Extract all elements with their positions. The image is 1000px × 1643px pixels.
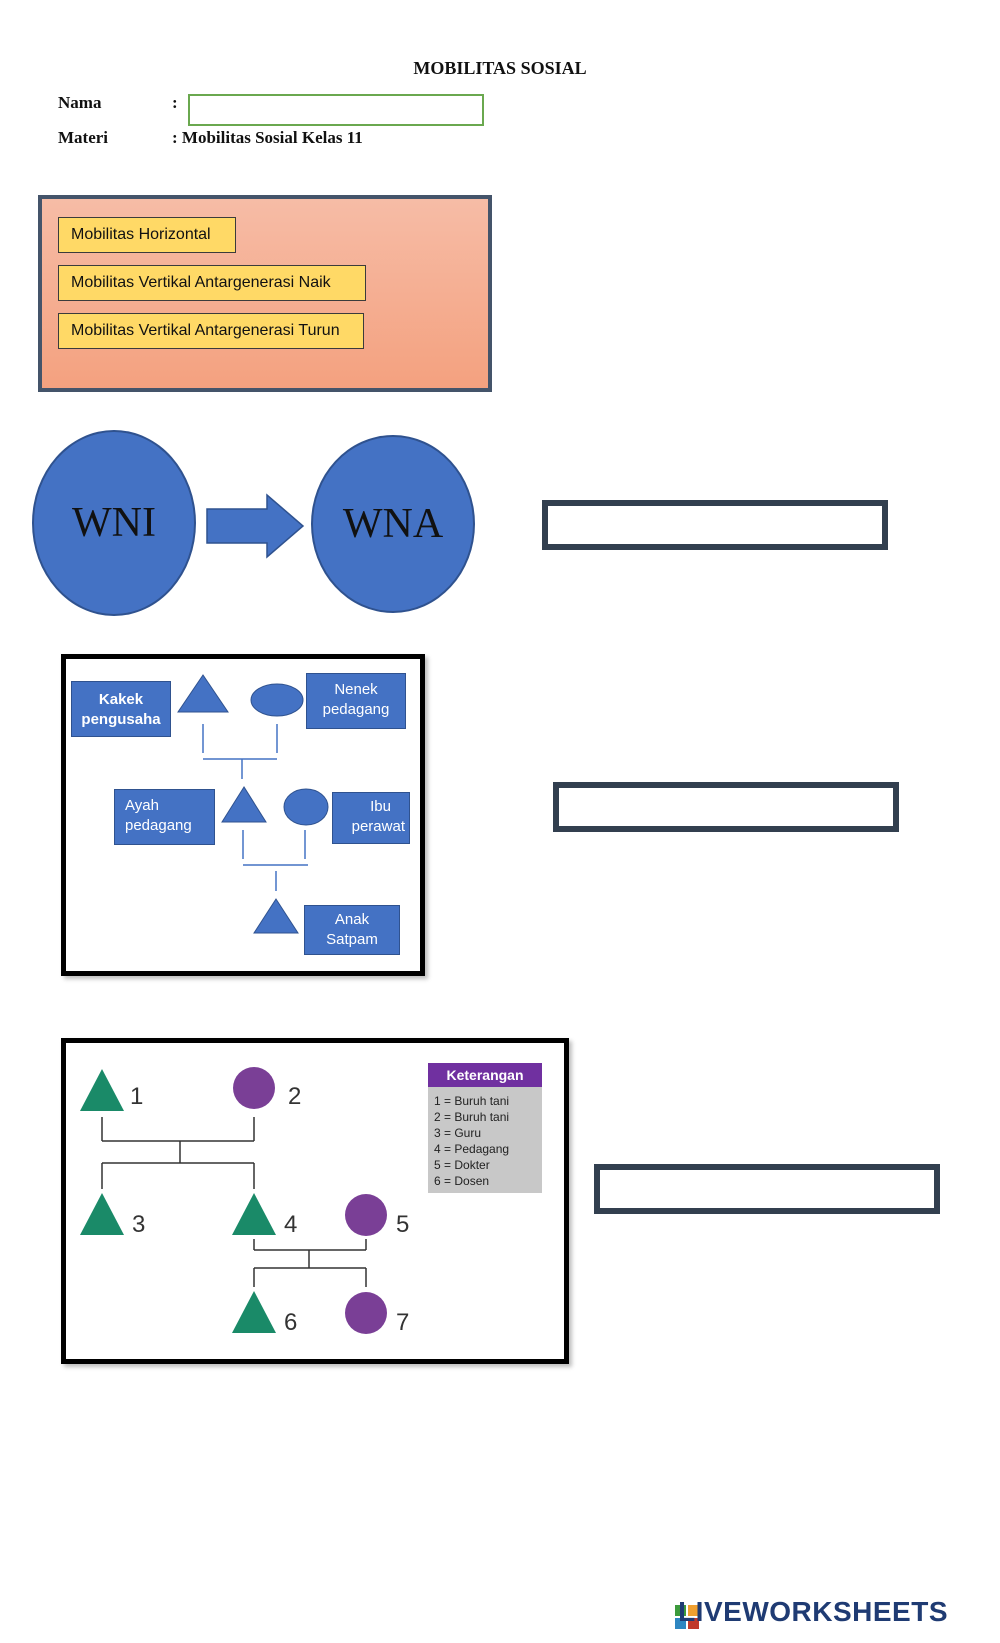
wna-label: WNA bbox=[342, 501, 444, 547]
person-3-triangle bbox=[80, 1193, 124, 1235]
arrow-right-icon bbox=[206, 493, 305, 559]
family-tree-1: Kakek pengusaha Nenek pedagang Ayah peda… bbox=[61, 654, 425, 976]
legend-title: Keterangan bbox=[428, 1063, 542, 1087]
materi-value: : Mobilitas Sosial Kelas 11 bbox=[172, 128, 363, 147]
wni-label: WNI bbox=[72, 500, 156, 546]
legend-item: 4 = Pedagang bbox=[434, 1142, 510, 1156]
kakek-occupation: pengusaha bbox=[81, 711, 161, 728]
legend-list: 1 = Buruh tani 2 = Buruh tani 3 = Guru 4… bbox=[428, 1087, 542, 1193]
legend-item: 3 = Guru bbox=[434, 1126, 482, 1140]
ibu-box: Ibu perawat bbox=[332, 792, 410, 844]
person-6-number: 6 bbox=[284, 1309, 298, 1336]
name-colon: : bbox=[172, 93, 178, 112]
wni-circle: WNI bbox=[32, 430, 196, 616]
ayah-label: Ayah bbox=[125, 797, 159, 814]
liveworksheets-brand: LIVEWORKSHEETS bbox=[678, 1596, 948, 1627]
person-1-number: 1 bbox=[130, 1083, 144, 1110]
anak-box: Anak Satpam bbox=[304, 905, 400, 955]
family-tree-2: 1 2 3 4 5 6 7 Keterangan 1 = Buruh tani … bbox=[61, 1038, 569, 1364]
answer-option-vertikal-turun[interactable]: Mobilitas Vertikal Antargenerasi Turun bbox=[58, 313, 364, 349]
nenek-label: Nenek bbox=[334, 681, 378, 698]
legend-item: 1 = Buruh tani bbox=[434, 1094, 510, 1108]
person-6-triangle bbox=[232, 1291, 276, 1333]
person-3-number: 3 bbox=[132, 1211, 146, 1238]
family-tree-2-diagram bbox=[80, 1067, 387, 1334]
answer-bank: Mobilitas Horizontal Mobilitas Vertikal … bbox=[38, 195, 492, 392]
legend-item: 2 = Buruh tani bbox=[434, 1110, 510, 1124]
name-label: Nama bbox=[58, 93, 102, 112]
ayah-symbol bbox=[221, 786, 267, 823]
nenek-occupation: pedagang bbox=[322, 701, 390, 718]
ayah-occupation: pedagang bbox=[125, 817, 192, 834]
wna-circle: WNA bbox=[311, 435, 475, 613]
person-4-number: 4 bbox=[284, 1211, 298, 1238]
legend-item: 5 = Dokter bbox=[434, 1158, 490, 1172]
family-tree-1-diagram bbox=[177, 674, 329, 934]
liveworksheets-logo-icon bbox=[674, 1604, 700, 1635]
nenek-symbol bbox=[250, 683, 304, 717]
person-4-triangle bbox=[232, 1193, 276, 1235]
person-2-circle bbox=[233, 1067, 275, 1109]
materi-label: Materi bbox=[58, 128, 109, 147]
person-1-triangle bbox=[80, 1069, 124, 1111]
kakek-symbol bbox=[177, 674, 229, 713]
answer-dropzone-1[interactable] bbox=[542, 500, 888, 550]
ayah-box: Ayah pedagang bbox=[114, 789, 215, 845]
nenek-box: Nenek pedagang bbox=[306, 673, 406, 729]
legend-item: 6 = Dosen bbox=[434, 1174, 490, 1188]
name-input[interactable] bbox=[188, 94, 484, 126]
person-5-circle bbox=[345, 1194, 387, 1236]
legend-box: Keterangan 1 = Buruh tani 2 = Buruh tani… bbox=[428, 1063, 542, 1193]
answer-option-horizontal[interactable]: Mobilitas Horizontal bbox=[58, 217, 236, 253]
kakek-box: Kakek pengusaha bbox=[71, 681, 171, 737]
ibu-symbol bbox=[283, 788, 329, 826]
person-2-number: 2 bbox=[288, 1083, 302, 1110]
person-5-number: 5 bbox=[396, 1211, 410, 1238]
person-7-number: 7 bbox=[396, 1309, 410, 1336]
ibu-label: Ibu bbox=[370, 798, 391, 815]
anak-symbol bbox=[253, 898, 299, 934]
answer-dropzone-2[interactable] bbox=[553, 782, 899, 832]
ibu-occupation: perawat bbox=[351, 818, 405, 835]
person-7-circle bbox=[345, 1292, 387, 1334]
anak-label: Anak bbox=[334, 911, 370, 928]
anak-occupation: Satpam bbox=[326, 931, 378, 948]
answer-option-vertikal-naik[interactable]: Mobilitas Vertikal Antargenerasi Naik bbox=[58, 265, 366, 301]
worksheet-title: MOBILITAS SOSIAL bbox=[413, 58, 587, 78]
kakek-label: Kakek bbox=[98, 691, 144, 708]
answer-dropzone-3[interactable] bbox=[594, 1164, 940, 1214]
